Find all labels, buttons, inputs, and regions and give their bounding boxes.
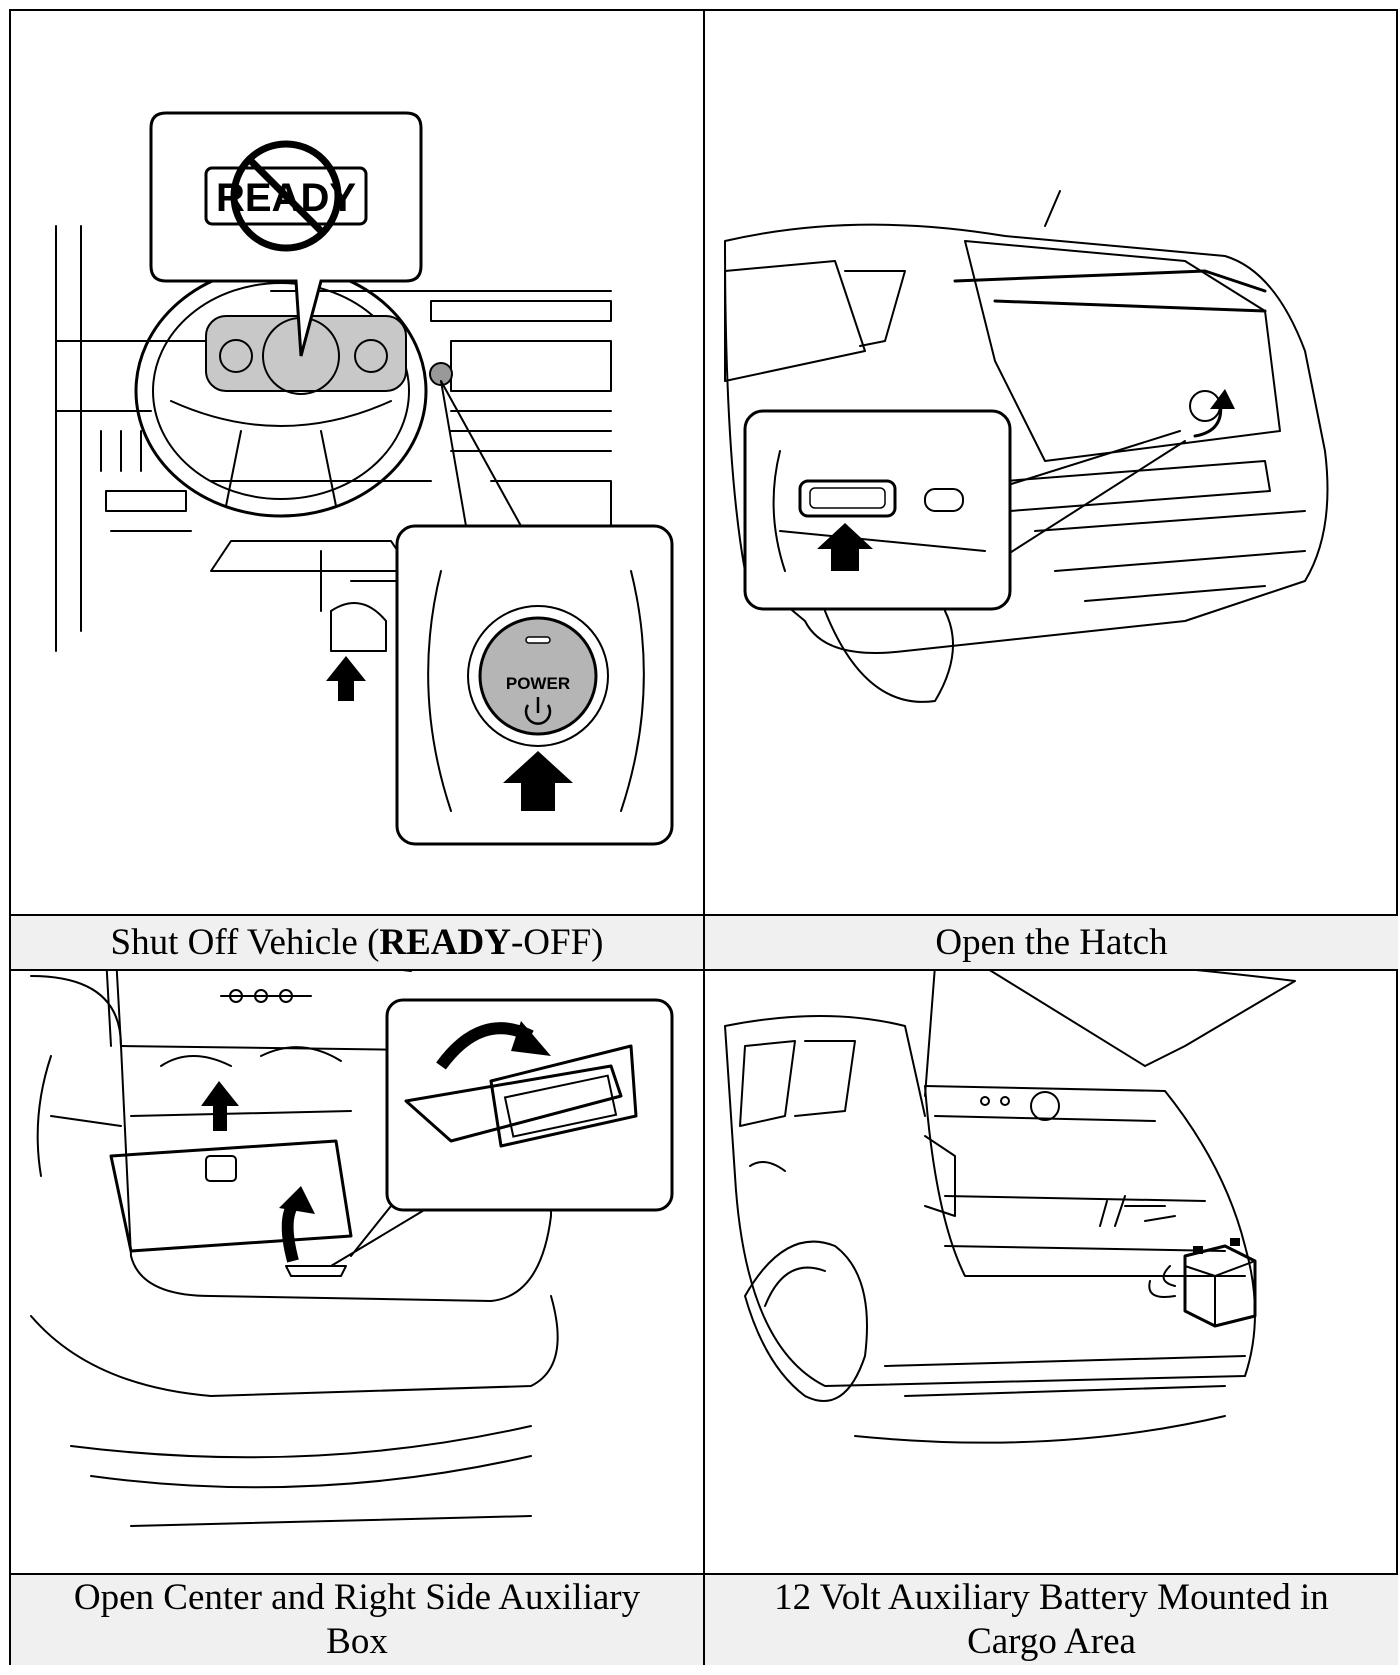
shut-off-illustration: READY POWER bbox=[11, 11, 703, 914]
caption-battery: 12 Volt Auxiliary Battery Mounted in Car… bbox=[705, 1575, 1398, 1665]
instruction-sheet: READY POWER bbox=[9, 9, 1398, 1665]
caption-open-hatch: Open the Hatch bbox=[705, 916, 1398, 969]
column-divider bbox=[703, 11, 705, 1663]
aux-box-illustration bbox=[11, 916, 703, 1569]
caption-aux-box: Open Center and Right Side Auxiliary Box bbox=[11, 1575, 703, 1665]
row-divider-1 bbox=[11, 914, 1396, 916]
caption-shut-off-ready: READY bbox=[379, 921, 511, 963]
power-button-text: POWER bbox=[506, 674, 570, 693]
row-divider-3 bbox=[11, 1573, 1396, 1575]
caption-shut-off-suffix: -OFF) bbox=[510, 921, 604, 963]
battery-illustration bbox=[705, 916, 1398, 1569]
caption-shut-off-prefix: Shut Off Vehicle ( bbox=[110, 921, 380, 963]
open-hatch-illustration bbox=[705, 11, 1398, 914]
row-divider-2 bbox=[11, 969, 1396, 971]
caption-shut-off: Shut Off Vehicle (READY-OFF) bbox=[11, 916, 703, 969]
